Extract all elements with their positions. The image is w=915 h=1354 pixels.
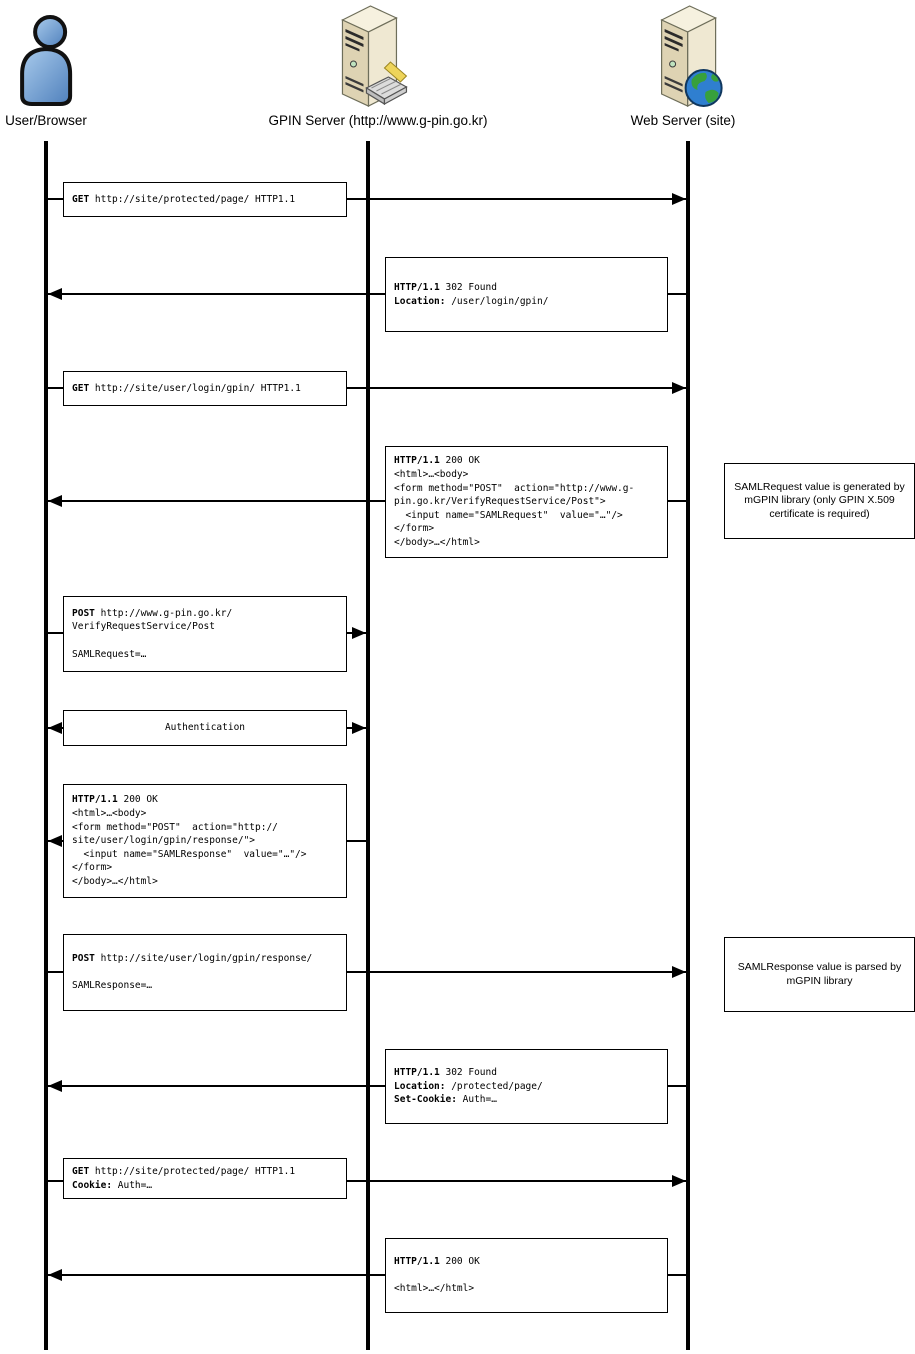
message-text-line: </form> [394, 523, 435, 535]
message-text-line: <form method="POST" action="http://www.g… [394, 482, 635, 494]
message-box: GET http://site/user/login/gpin/ HTTP1.1 [63, 371, 347, 406]
message-text-line: </form> [72, 862, 113, 874]
message-text-line: <form method="POST" action="http:// [72, 821, 278, 833]
message-text-line: <html>…</html> [394, 1283, 475, 1295]
arrowhead-right-icon [672, 1175, 686, 1187]
message-text-line: Location: /protected/page/ [394, 1080, 543, 1092]
arrowhead-right-icon [672, 966, 686, 978]
arrowhead-left-icon [48, 722, 62, 734]
message-text-line: HTTP/1.1 200 OK [394, 1256, 480, 1268]
message-text-line: GET http://site/protected/page/ HTTP1.1 [72, 193, 296, 205]
actor-gpin-server: GPIN Server (http://www.g-pin.go.kr) [258, 0, 488, 128]
arrowhead-right-icon [672, 382, 686, 394]
arrowhead-right-icon [672, 193, 686, 205]
message-text-line: SAMLRequest=… [72, 648, 147, 660]
actor-user: User/Browser [5, 0, 87, 128]
message-text-line: </body>…</html> [394, 536, 480, 548]
message-text-line [394, 1269, 659, 1283]
actor-web-server: Web Server (site) [631, 0, 741, 128]
message-line [46, 1180, 688, 1182]
message-box: Authentication [63, 710, 347, 746]
message-text-line [72, 966, 338, 980]
lifeline-gpin [366, 141, 370, 1350]
arrowhead-left-icon [48, 495, 62, 507]
message-text-line: HTTP/1.1 302 Found [394, 1067, 497, 1079]
message-text-line: <html>…<body> [394, 469, 469, 481]
note-samlresponse: SAMLResponse value is parsed by mGPIN li… [724, 937, 915, 1012]
message-text-line: POST http://site/user/login/gpin/respons… [72, 953, 313, 965]
actor-label-web-server: Web Server (site) [630, 113, 736, 128]
message-box: GET http://site/protected/page/ HTTP1.1 [63, 182, 347, 217]
arrowhead-left-icon [48, 1080, 62, 1092]
message-box: HTTP/1.1 200 OK <html>…</html> [385, 1238, 668, 1313]
message-text-line: <input name="SAMLResponse" value="…"/> [72, 848, 307, 860]
lifeline-web [686, 141, 690, 1350]
actor-label-user: User/Browser [5, 113, 87, 128]
message-text-line: Set-Cookie: Auth=… [394, 1094, 497, 1106]
message-text-line: VerifyRequestService/Post [72, 621, 215, 633]
message-box: POST http://www.g-pin.go.kr/VerifyReques… [63, 596, 347, 672]
message-text-line: SAMLResponse=… [72, 980, 153, 992]
message-text-line: Authentication [164, 722, 246, 734]
message-line [46, 387, 688, 389]
message-box: HTTP/1.1 200 OK <html>…<body><form method… [385, 446, 668, 558]
arrowhead-right-icon [352, 627, 366, 639]
message-text-line [72, 634, 338, 648]
message-text-line: HTTP/1.1 200 OK [394, 455, 480, 467]
message-text-line: <html>…<body> [72, 808, 147, 820]
message-text-line: </body>…</html> [72, 875, 158, 887]
message-line [46, 971, 688, 973]
lifeline-user [44, 141, 48, 1350]
message-line [46, 1085, 688, 1087]
message-text-line: GET http://site/user/login/gpin/ HTTP1.1 [72, 382, 301, 394]
person-icon [19, 15, 72, 106]
message-line [46, 1274, 688, 1276]
arrowhead-right-icon [352, 722, 366, 734]
message-text-line: <input name="SAMLRequest" value="…"/> [394, 509, 623, 521]
message-text-line: Cookie: Auth=… [72, 1179, 153, 1191]
message-line [46, 293, 688, 295]
server-globe-icon [660, 5, 723, 107]
message-text-line: HTTP/1.1 302 Found [394, 281, 497, 293]
message-text-line: site/user/login/gpin/response/"> [72, 835, 256, 847]
message-line [46, 198, 688, 200]
arrowhead-left-icon [48, 288, 62, 300]
message-box: POST http://site/user/login/gpin/respons… [63, 934, 347, 1011]
message-box: HTTP/1.1 200 OK <html>…<body><form method… [63, 784, 347, 898]
message-text-line: HTTP/1.1 200 OK [72, 794, 158, 806]
actor-label-gpin-server: GPIN Server (http://www.g-pin.go.kr) [268, 113, 488, 128]
message-text-line: GET http://site/protected/page/ HTTP1.1 [72, 1165, 296, 1177]
message-text-line: POST http://www.g-pin.go.kr/ [72, 607, 233, 619]
message-text-line: pin.go.kr/VerifyRequestService/Post"> [394, 496, 606, 508]
message-text-line: Location: /user/login/gpin/ [394, 295, 549, 307]
server-keyboard-icon [340, 5, 408, 107]
arrowhead-left-icon [48, 1269, 62, 1281]
note-samlrequest: SAMLRequest value is generated by mGPIN … [724, 463, 915, 539]
message-line [46, 500, 688, 502]
arrowhead-left-icon [48, 835, 62, 847]
